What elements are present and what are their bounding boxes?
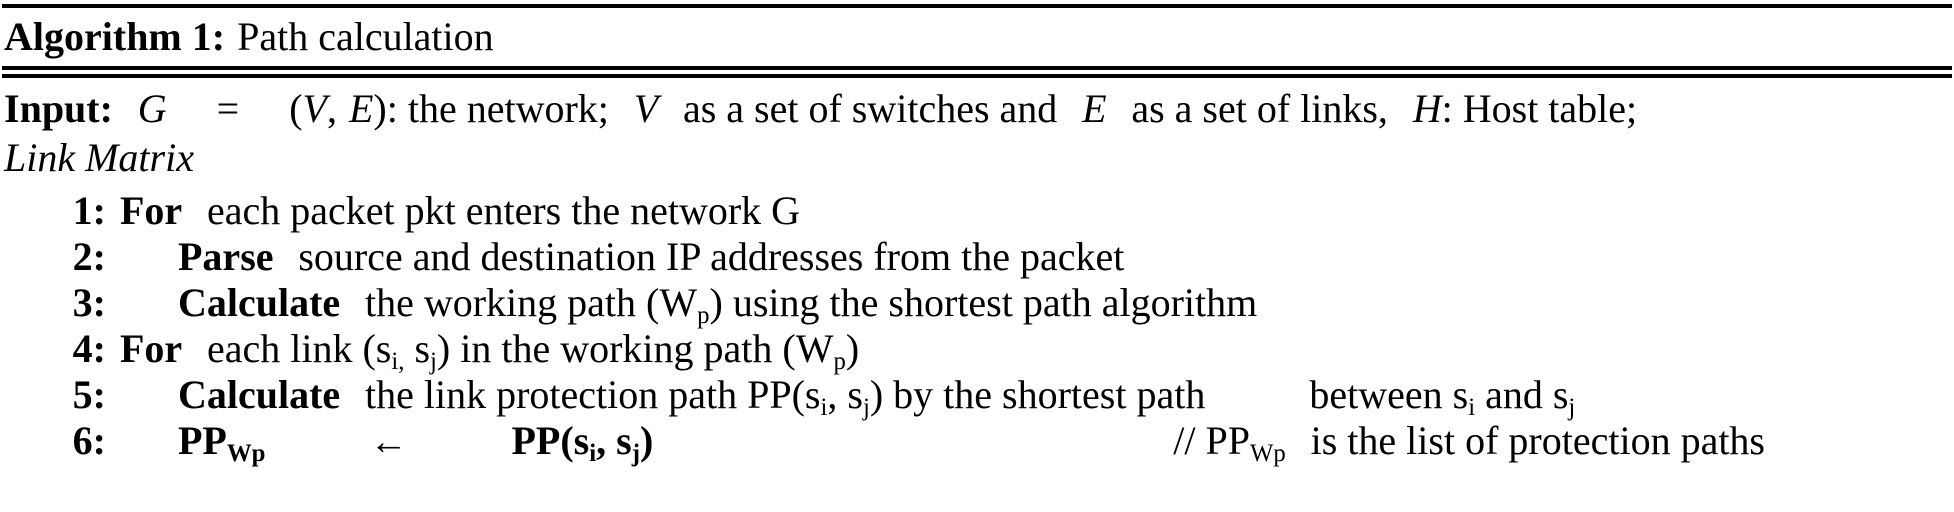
step-subscript-3a: p (697, 301, 710, 329)
algorithm-step-3: 3: Calculate the working path (Wp) using … (0, 280, 1954, 329)
step-text-4d: ) (845, 326, 860, 371)
input-vertex-var: V (302, 86, 327, 131)
step-assign-source-subscript-j: j (631, 439, 640, 467)
step-assign-target-subscript: Wp (226, 439, 266, 467)
step-subscript-5a: i (820, 393, 828, 421)
step-number-5: 5: (72, 372, 106, 417)
step-assign-target: PP (178, 418, 227, 463)
step-text-3a: the working path (W (364, 280, 698, 325)
step-text-2: source and destination IP addresses from… (298, 234, 1125, 279)
step-subscript-4b: j (430, 347, 437, 375)
step-subscript-5d: j (1568, 393, 1576, 421)
algorithm-block: Algorithm 1:Path calculation Input:G=(V,… (0, 4, 1954, 467)
step-text-4a: each link (s (206, 326, 392, 371)
algorithm-title-rule (2, 66, 1952, 78)
step-keyword-1: For (120, 188, 183, 233)
algorithm-steps: 1: For each packet pkt enters the network… (0, 184, 1954, 467)
algorithm-step-4: 4: For each link (si, sj) in the working … (0, 326, 1954, 375)
input-edge-var: E (348, 86, 374, 131)
input-vertex-var-2: V (633, 86, 659, 131)
step-number-6: 6: (72, 418, 106, 463)
input-text-2: as a set of switches and (682, 86, 1058, 131)
step-text-5a: the link protection path PP(s (364, 372, 821, 417)
step-text-1: each packet pkt enters the network G (206, 188, 801, 233)
input-text-3: as a set of links, (1131, 86, 1388, 131)
input-graph-var: G (137, 86, 167, 131)
step-text-5c: ) by the shortest path (869, 372, 1206, 417)
step-text-3b: ) using the shortest path algorithm (709, 280, 1258, 325)
step-body-2: Parse source and destination IP addresses… (120, 234, 1954, 280)
input-edge-var-2: E (1082, 86, 1107, 131)
step-subscript-5b: j (862, 393, 870, 421)
step-subscript-4a: i, (391, 347, 405, 375)
algorithm-title-line: Algorithm 1:Path calculation (0, 8, 1954, 66)
step-keyword-5: Calculate (178, 372, 341, 417)
step-comment-subscript: Wp (1250, 439, 1286, 467)
step-assign-source-subscript-i: i (589, 439, 597, 467)
algorithm-step-5: 5: Calculate the link protection path PP(… (0, 372, 1954, 421)
step-text-4c: ) in the working path (W (436, 326, 834, 371)
step-number-1: 1: (72, 188, 106, 233)
input-keyword: Input: (4, 86, 113, 131)
input-comma: , (326, 86, 337, 131)
step-body-4: For each link (si, sj) in the working pat… (120, 326, 1954, 375)
step-number-2: 2: (72, 234, 106, 279)
step-body-3: Calculate the working path (Wp) using the… (120, 280, 1954, 329)
input-equals: = (216, 86, 240, 131)
step-text-5e: and s (1475, 372, 1569, 417)
input-link-matrix: Link Matrix (4, 135, 194, 180)
algorithm-label: Algorithm 1: (4, 14, 226, 59)
input-open-paren: ( (289, 86, 303, 131)
step-number-4: 4: (72, 326, 106, 371)
step-text-5b: , s (827, 372, 863, 417)
step-number-3: 3: (72, 280, 106, 325)
step-body-1: For each packet pkt enters the network G (120, 188, 1954, 234)
input-close-paren: ) (373, 86, 387, 131)
step-subscript-5c: i (1468, 393, 1476, 421)
step-text-5d: between s (1309, 372, 1469, 417)
input-host-var: H (1412, 86, 1442, 131)
left-arrow-icon: ← (369, 421, 408, 463)
input-text-1: : the network; (386, 86, 609, 131)
step-text-4b: s (404, 326, 431, 371)
step-keyword-3: Calculate (178, 280, 341, 325)
step-keyword-4: For (120, 326, 183, 371)
algorithm-step-1: 1: For each packet pkt enters the network… (0, 188, 1954, 234)
step-assign-source-end: ) (639, 418, 654, 463)
input-text-4: : Host table; (1441, 86, 1638, 131)
step-keyword-2: Parse (178, 234, 274, 279)
step-comment-text: is the list of protection paths (1310, 418, 1765, 463)
algorithm-top-rule (2, 4, 1952, 8)
step-subscript-4c: p (833, 347, 846, 375)
step-comment-prefix: // PP (1173, 418, 1251, 463)
algorithm-step-2: 2: Parse source and destination IP addres… (0, 234, 1954, 280)
step-assign-source: PP(s (511, 418, 590, 463)
algorithm-title: Path calculation (237, 14, 494, 59)
step-assign-source-mid: , s (596, 418, 632, 463)
